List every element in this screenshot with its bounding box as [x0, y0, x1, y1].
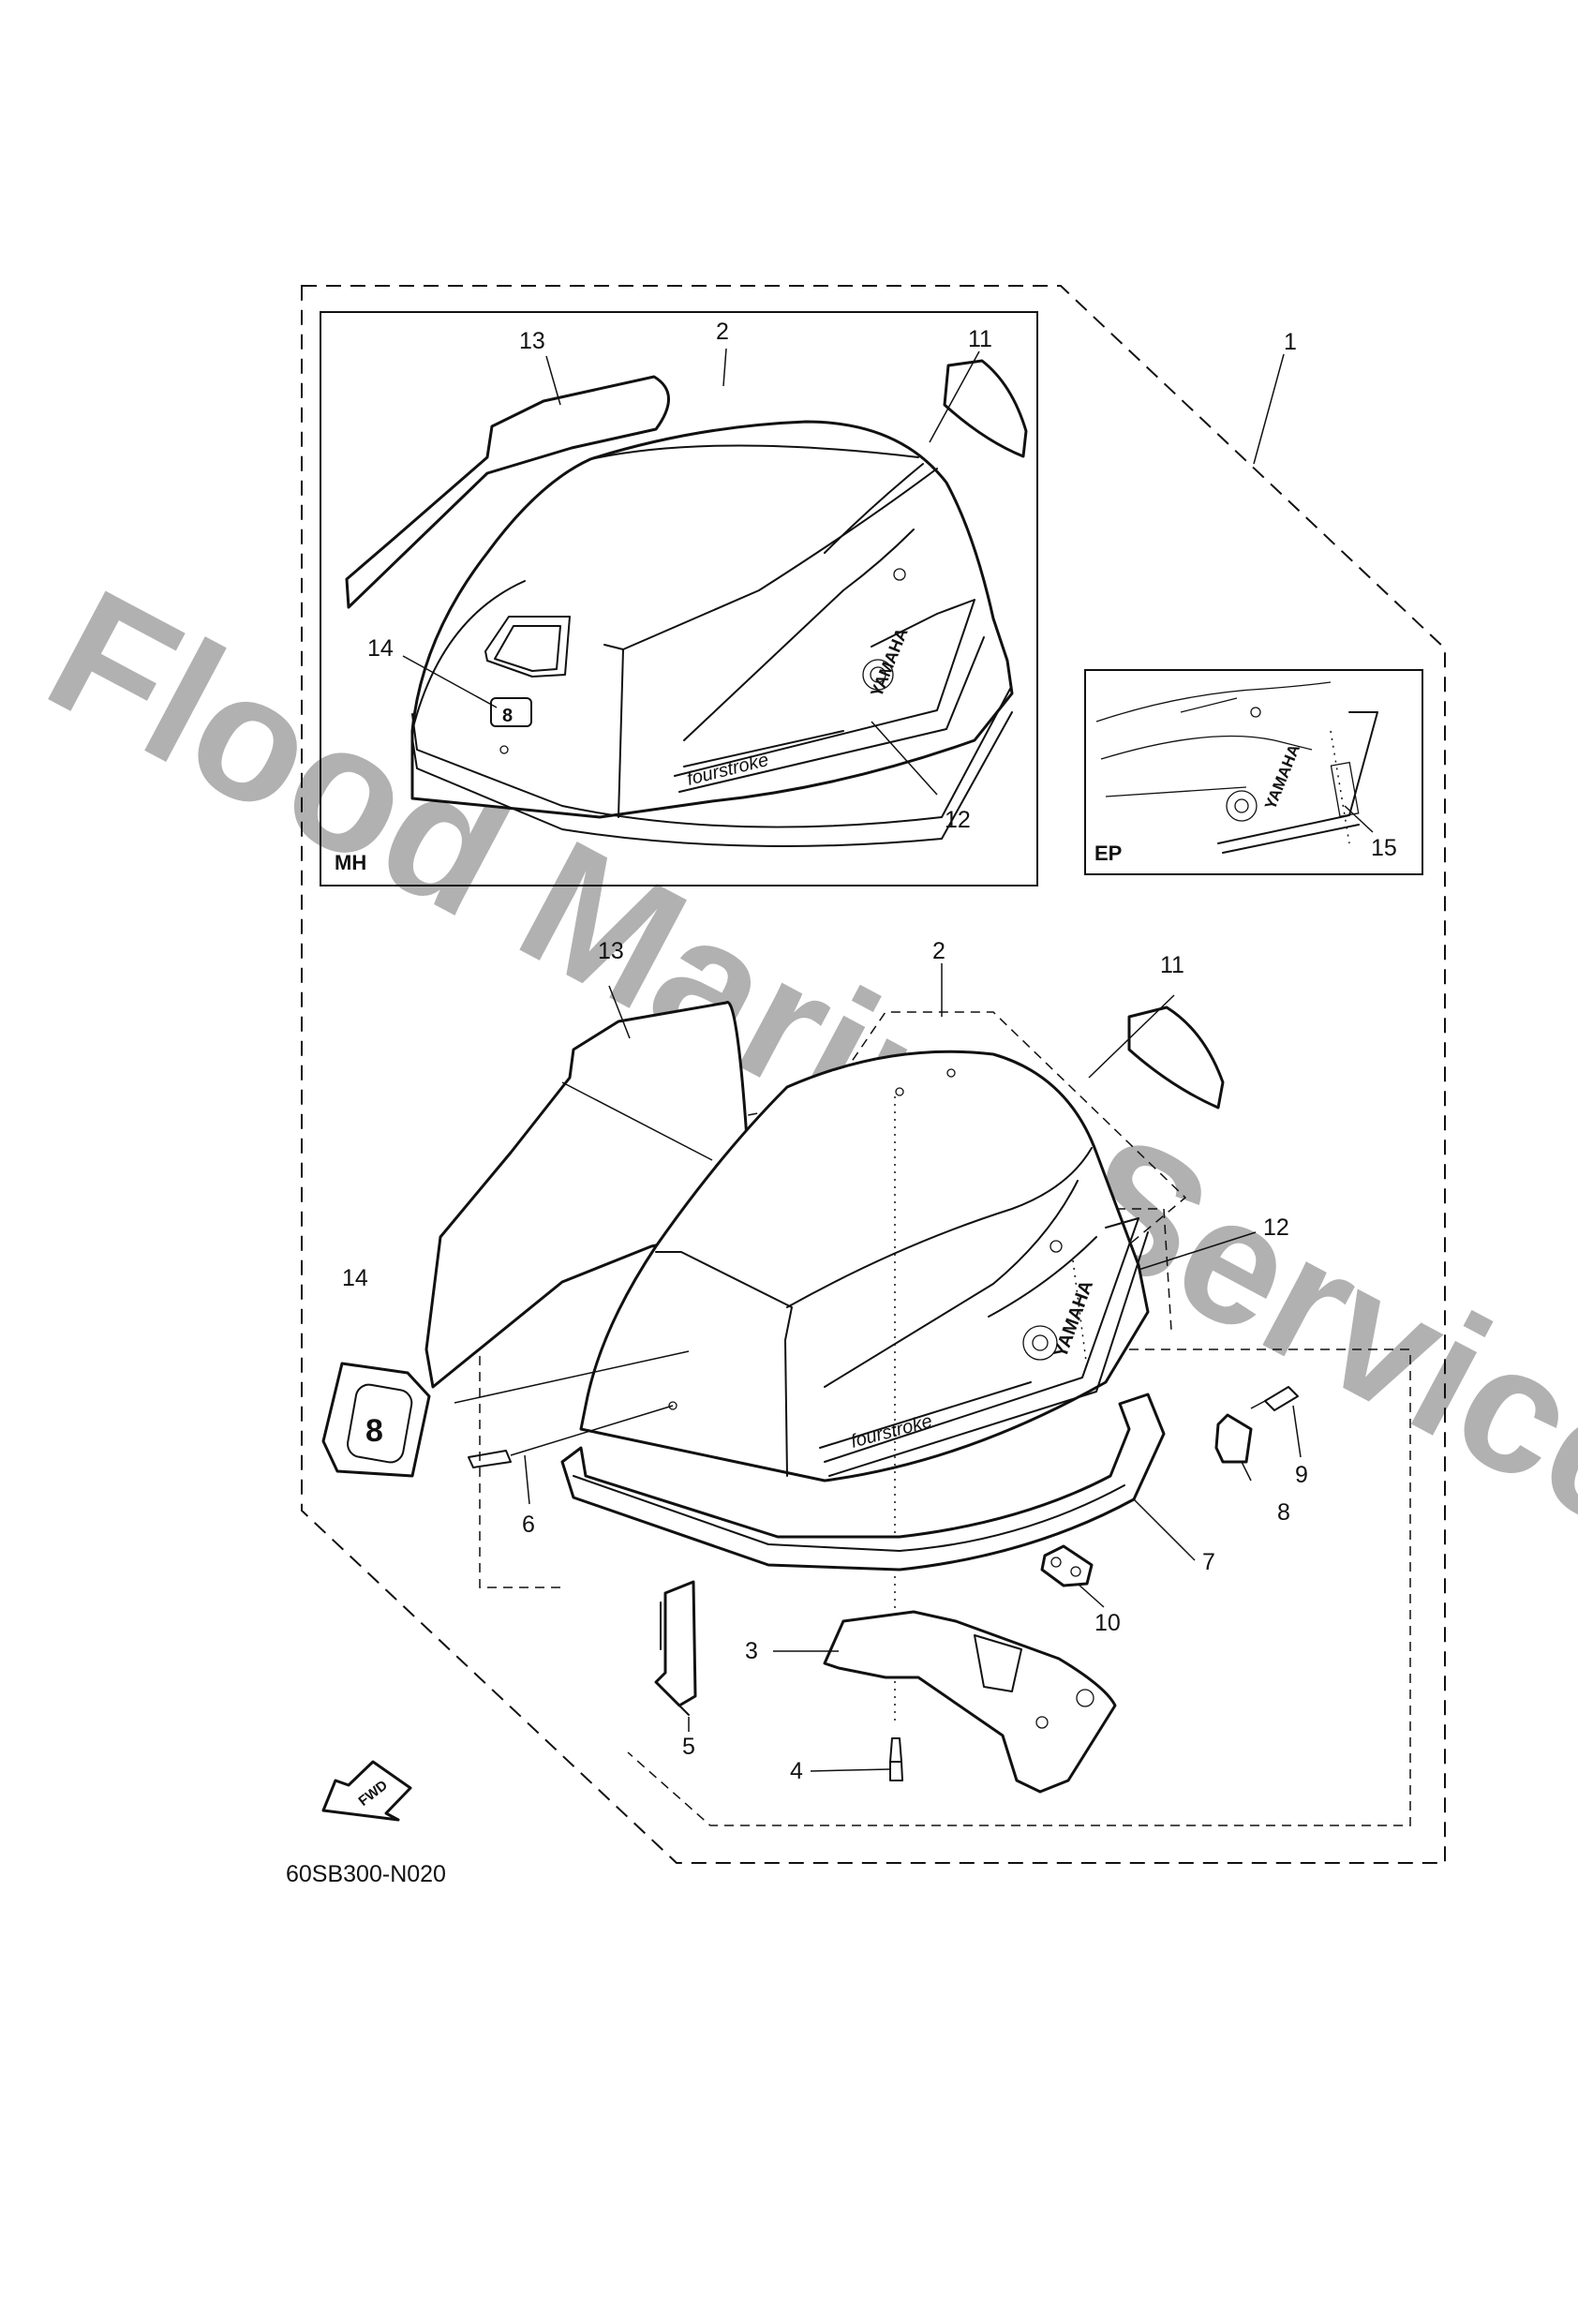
callout-3: 3 [745, 1638, 758, 1664]
callout-14: 14 [342, 1265, 368, 1291]
callout-9: 9 [1295, 1462, 1308, 1488]
main-exploded-drawing: fourstroke YAMAHA 8 [321, 1001, 1411, 1826]
variant-label-ep: EP [1094, 842, 1122, 865]
drawing-code: 60SB300-N020 [286, 1861, 446, 1887]
callout-14-mh: 14 [367, 635, 394, 662]
callout-11: 11 [1160, 952, 1184, 978]
callout-4: 4 [790, 1758, 803, 1784]
callout-13-mh: 13 [519, 328, 545, 354]
svg-text:8: 8 [365, 1413, 383, 1449]
variant-label-mh: MH [335, 851, 366, 874]
ep-variant-box [1084, 669, 1423, 875]
ep-decal-drawing: YAMAHA [1095, 681, 1378, 854]
callout-13: 13 [598, 938, 624, 964]
callout-6: 6 [522, 1512, 535, 1538]
callout-12-mh: 12 [945, 807, 971, 833]
callout-2: 2 [932, 938, 945, 964]
callout-5: 5 [682, 1734, 695, 1760]
svg-text:8: 8 [502, 706, 513, 726]
mh-top-cowling-drawing: 8 fourstroke YAMAHA [345, 359, 1028, 847]
callout-8: 8 [1277, 1499, 1290, 1526]
svg-text:YAMAHA: YAMAHA [1261, 742, 1303, 812]
callout-1: 1 [1284, 329, 1297, 355]
callout-2-mh: 2 [716, 319, 729, 345]
fwd-arrow: FWD [321, 1760, 412, 1822]
callout-15: 15 [1371, 835, 1397, 861]
callout-7: 7 [1202, 1549, 1215, 1575]
mh-variant-box [320, 311, 1038, 886]
callout-10: 10 [1094, 1610, 1121, 1636]
callout-11-mh: 11 [968, 326, 992, 352]
callout-12: 12 [1263, 1214, 1289, 1241]
assembly-boundary [301, 285, 1446, 1864]
